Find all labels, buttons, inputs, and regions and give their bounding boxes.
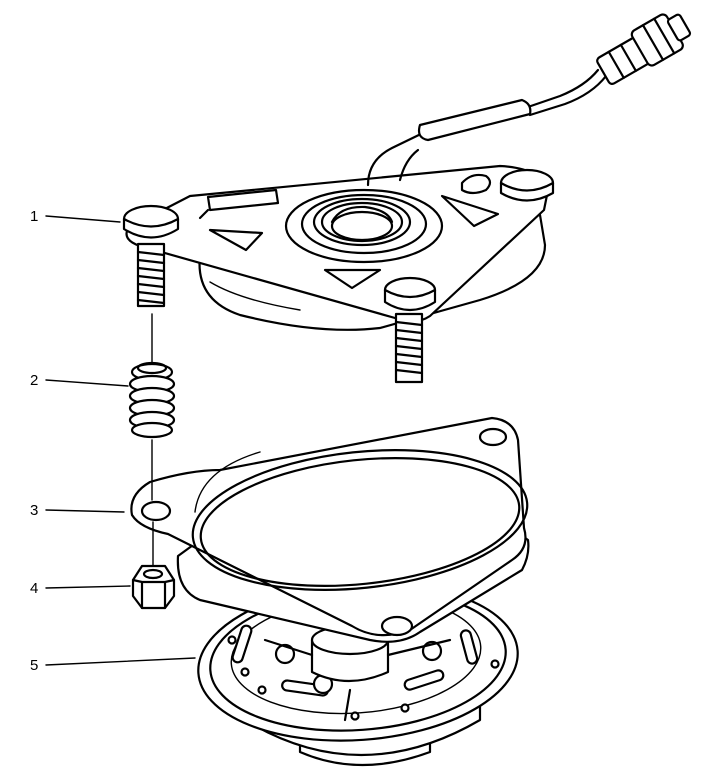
upper-mount-plate [122, 164, 555, 384]
callout-2: 2 [30, 372, 38, 389]
wire-harness [366, 13, 692, 187]
callout-3: 3 [30, 502, 38, 519]
callout-4: 4 [30, 580, 38, 597]
threaded-stud-left [136, 242, 166, 308]
callout-1: 1 [30, 208, 38, 225]
threaded-stud-right [394, 312, 424, 384]
callout-5: 5 [30, 657, 38, 674]
callout-leaders [45, 215, 196, 666]
hex-nut [131, 564, 176, 610]
spacer-spring [128, 361, 176, 439]
mounting-bracket [130, 416, 530, 643]
alignment-lines [151, 313, 154, 567]
wire-connector [596, 13, 692, 85]
